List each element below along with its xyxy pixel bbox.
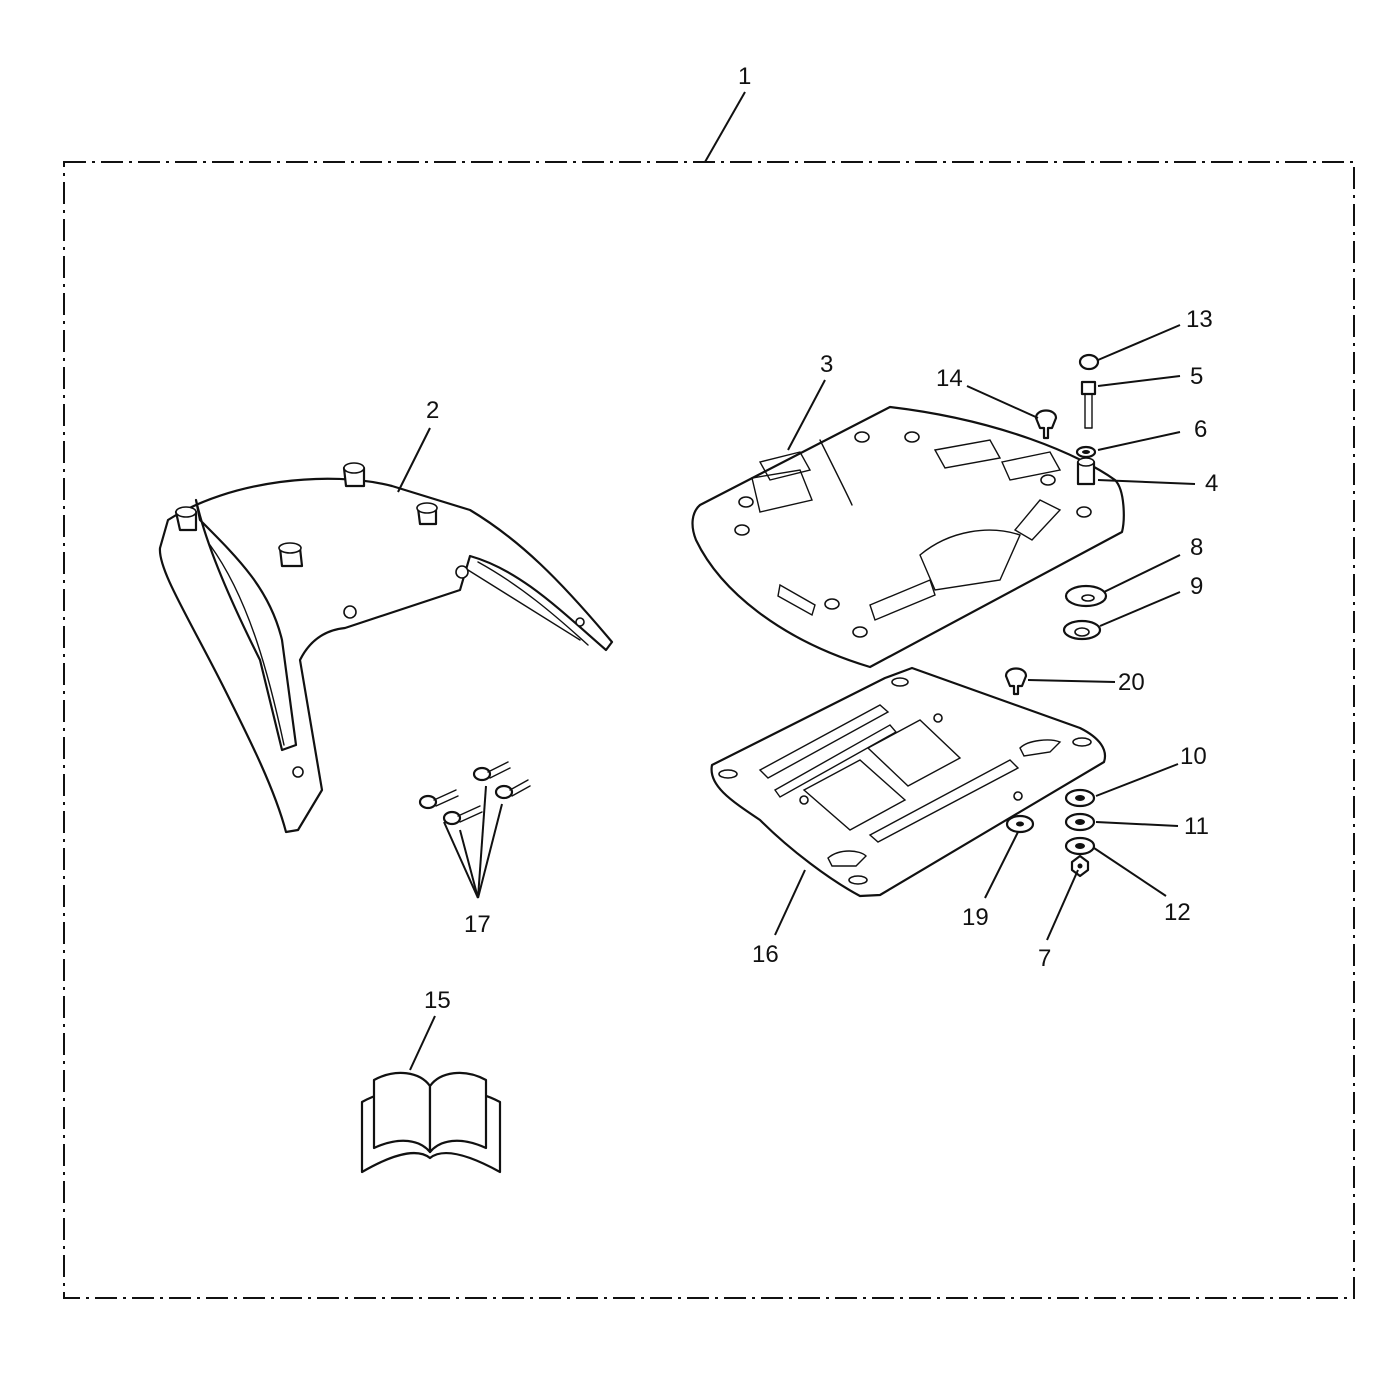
callout-8: 8 bbox=[1190, 534, 1203, 561]
washer-part-19 bbox=[1005, 814, 1035, 834]
callout-19: 19 bbox=[962, 904, 989, 931]
top-plate-holes bbox=[734, 431, 1092, 638]
callout-2: 2 bbox=[426, 397, 439, 424]
bracket-mounting-bosses bbox=[174, 462, 438, 568]
callout-12: 12 bbox=[1164, 899, 1191, 926]
callout-13: 13 bbox=[1186, 306, 1213, 333]
callout-16: 16 bbox=[752, 941, 779, 968]
callout-11: 11 bbox=[1184, 813, 1209, 840]
leader-lines bbox=[397, 91, 1196, 1071]
callout-15: 15 bbox=[424, 987, 451, 1014]
screws-part-17 bbox=[418, 761, 531, 826]
callout-9: 9 bbox=[1190, 573, 1203, 600]
washer-part-10 bbox=[1064, 788, 1096, 808]
base-mounting-plate bbox=[710, 666, 1107, 898]
top-rack-plate bbox=[691, 405, 1125, 669]
instruction-book-part-15 bbox=[360, 1071, 502, 1174]
spacer-part-4 bbox=[1076, 457, 1096, 486]
base-plate-holes bbox=[718, 677, 1092, 885]
washer-part-6 bbox=[1075, 445, 1097, 459]
callout-20: 20 bbox=[1118, 669, 1145, 696]
callout-5: 5 bbox=[1190, 363, 1203, 390]
knob-part-14 bbox=[1034, 409, 1058, 440]
rubber-mount-part-9 bbox=[1062, 619, 1102, 641]
knob-part-20 bbox=[1004, 667, 1028, 696]
bolt-part-5 bbox=[1080, 380, 1097, 429]
callout-4: 4 bbox=[1205, 470, 1218, 497]
callout-7: 7 bbox=[1038, 945, 1051, 972]
washer-part-11 bbox=[1064, 812, 1096, 832]
callout-3: 3 bbox=[820, 351, 833, 378]
kit-boundary-frame bbox=[63, 161, 1355, 1299]
rubber-mount-part-8 bbox=[1064, 584, 1108, 608]
callout-6: 6 bbox=[1194, 416, 1207, 443]
callout-labels: 1 2 3 13 5 14 6 4 8 9 20 10 11 12 19 7 1… bbox=[424, 63, 1218, 1014]
nut-part-7 bbox=[1070, 854, 1090, 878]
rack-carrier-bracket bbox=[158, 462, 614, 834]
callout-1: 1 bbox=[738, 63, 751, 90]
cap-part-13 bbox=[1078, 353, 1100, 371]
callout-14: 14 bbox=[936, 365, 963, 392]
callout-17: 17 bbox=[464, 911, 491, 938]
washer-part-12 bbox=[1064, 836, 1096, 856]
callout-10: 10 bbox=[1180, 743, 1207, 770]
